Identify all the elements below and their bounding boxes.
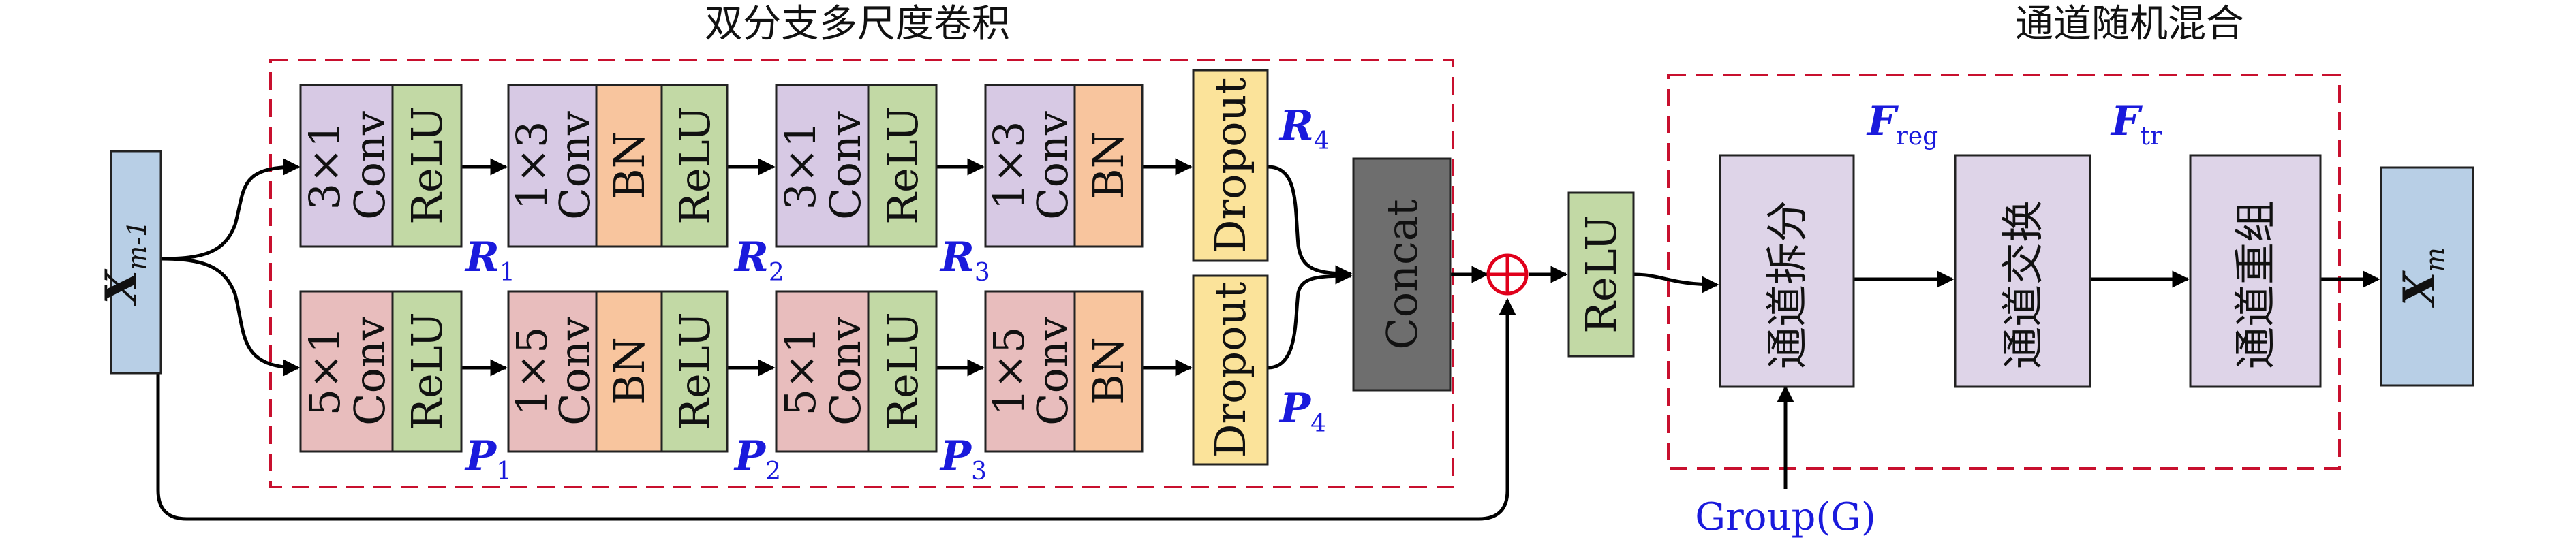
top-b4-kernel: 1×3 — [984, 121, 1034, 210]
bottom-b2-relu — [660, 290, 729, 453]
bottom-b4-conv-label: Conv — [1028, 317, 1077, 426]
input-label: Xm-1 — [96, 221, 152, 307]
label-f-reg: Freg — [1866, 97, 1938, 150]
channel-regroup-label: 通道重组 — [2230, 200, 2280, 369]
top-b2-bn-label: BN — [604, 131, 654, 200]
top-b1-relu — [391, 84, 463, 248]
bottom-b1-conv-label: Conv — [345, 317, 395, 426]
input-block — [110, 150, 162, 375]
label-r1: R1 — [464, 234, 515, 287]
bottom-b4-bn — [1073, 290, 1144, 453]
bottom-b2-bn-label: BN — [604, 337, 654, 405]
channel-regroup-block — [2189, 154, 2322, 388]
label-p3: P3 — [939, 432, 987, 486]
channel-split-block — [1719, 154, 1855, 388]
label-r3: R3 — [939, 234, 990, 287]
add-operator-icon — [1486, 253, 1529, 296]
bottom-b2-bn — [595, 290, 663, 453]
post-add-relu-label: ReLU — [1576, 215, 1626, 333]
bottom-b4-bn-label: BN — [1084, 337, 1133, 405]
top-b3-relu-label: ReLU — [878, 106, 927, 224]
top-b4-conv — [984, 84, 1076, 248]
top-b2-kernel: 1×3 — [507, 121, 557, 210]
concat-block — [1352, 157, 1452, 392]
channel-split-label: 通道拆分 — [1762, 200, 1812, 369]
bottom-b3-relu-label: ReLU — [878, 312, 927, 430]
top-b1-conv — [299, 84, 394, 248]
output-label: Xm — [2394, 247, 2450, 308]
bottom-b1-kernel: 5×1 — [300, 327, 350, 416]
top-b3-conv — [775, 84, 870, 248]
bottom-b3-kernel: 5×1 — [776, 327, 825, 416]
top-b2-bn — [595, 84, 663, 248]
top-b1-conv-label: Conv — [345, 111, 395, 220]
top-dropout — [1192, 69, 1269, 262]
bottom-b1-relu — [391, 290, 463, 453]
top-b2-relu-label: ReLU — [670, 106, 720, 224]
channel-shuffle-frame — [1667, 74, 2341, 470]
bottom-b2-conv-label: Conv — [550, 317, 600, 426]
section-title-channel-shuffle: 通道随机混合 — [2015, 2, 2244, 46]
top-b2-relu — [660, 84, 729, 248]
top-b3-relu — [867, 84, 938, 248]
top-b3-kernel: 3×1 — [776, 121, 825, 210]
bottom-b1-conv — [299, 290, 394, 453]
channel-exchange-label: 通道交换 — [1998, 200, 2048, 369]
label-f-tr: Ftr — [2110, 97, 2162, 150]
bottom-b3-conv-label: Conv — [821, 317, 870, 426]
label-r2: R2 — [733, 234, 784, 287]
section-title-multiscale-conv: 双分支多尺度卷积 — [705, 2, 1010, 46]
bottom-b3-relu — [867, 290, 938, 453]
top-b4-bn — [1073, 84, 1144, 248]
bottom-b1-relu-label: ReLU — [402, 312, 452, 430]
top-b3-conv-label: Conv — [821, 111, 870, 220]
bottom-b4-kernel: 1×5 — [984, 327, 1034, 416]
top-dropout-label: Dropout — [1206, 78, 1255, 254]
bottom-dropout-label: Dropout — [1206, 282, 1255, 458]
post-add-relu — [1567, 191, 1635, 358]
connection-wires — [156, 158, 2380, 521]
label-p1: P1 — [464, 432, 512, 486]
concat-label: Concat — [1377, 199, 1427, 349]
channel-exchange-block — [1954, 154, 2091, 388]
top-b4-conv-label: Conv — [1028, 111, 1077, 220]
top-b1-kernel: 3×1 — [300, 121, 350, 210]
bottom-b3-conv — [775, 290, 870, 453]
top-b1-relu-label: ReLU — [402, 106, 452, 224]
label-p4: P4 — [1278, 385, 1326, 438]
label-r4: R4 — [1278, 102, 1330, 155]
top-b4-bn-label: BN — [1084, 131, 1133, 200]
top-b2-conv-label: Conv — [550, 111, 600, 220]
group-parameter-label: Group(G) — [1695, 495, 1876, 539]
bottom-b2-relu-label: ReLU — [670, 312, 720, 430]
label-p2: P2 — [733, 432, 781, 486]
bottom-b2-kernel: 1×5 — [507, 327, 557, 416]
output-block — [2380, 166, 2474, 387]
bottom-dropout — [1192, 274, 1269, 466]
